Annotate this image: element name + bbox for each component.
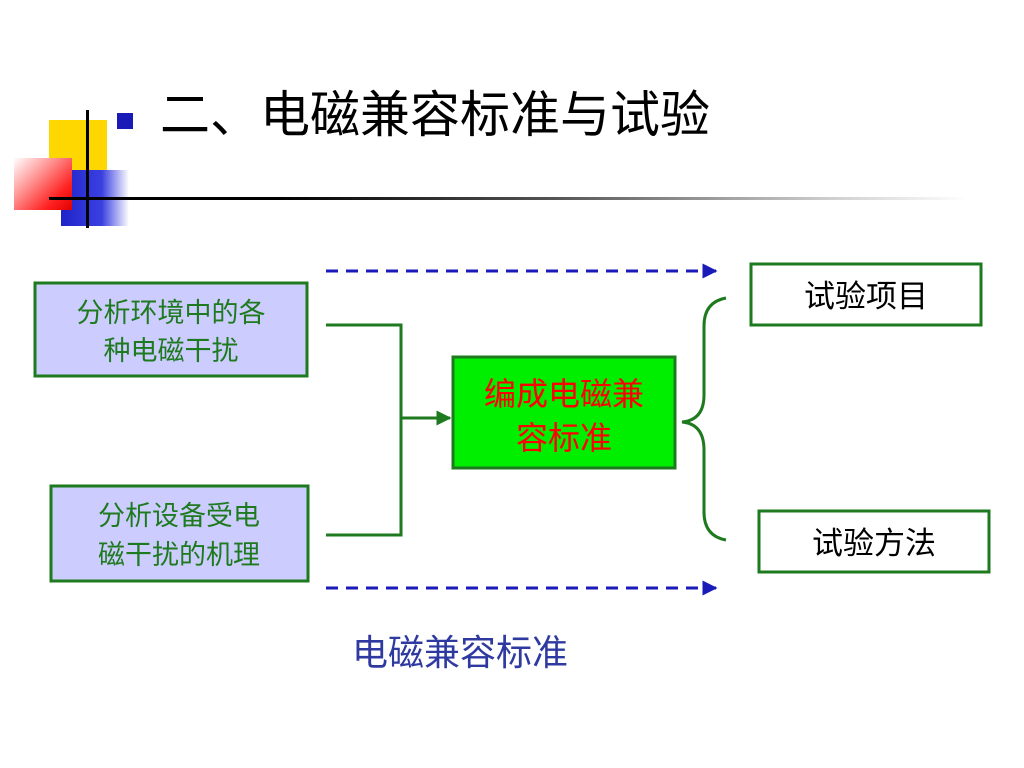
- title-bullet-icon: [117, 113, 133, 129]
- box-device-mechanism: 分析设备受电 磁干扰的机理: [49, 484, 310, 583]
- box-test-items-label: 试验项目: [804, 279, 928, 315]
- box-device-line-2: 磁干扰的机理: [98, 540, 260, 571]
- box-test-methods-label: 试验方法: [812, 526, 936, 562]
- box-env-line-1: 分析环境中的各: [77, 298, 266, 329]
- box-env-line-2: 种电磁干扰: [104, 336, 239, 367]
- curly-brace: [681, 296, 727, 542]
- box-device-line-1: 分析设备受电: [98, 501, 260, 532]
- deco-red-square: [14, 158, 72, 210]
- box-center-line-2: 容标准: [516, 419, 612, 457]
- box-environment-interference: 分析环境中的各 种电磁干扰: [33, 281, 309, 378]
- box-test-items: 试验项目: [749, 262, 983, 327]
- connector-env: [326, 323, 403, 418]
- box-test-methods: 试验方法: [757, 509, 991, 574]
- box-compile-standard: 编成电磁兼 容标准: [451, 355, 677, 470]
- slide-caption: 电磁兼容标准: [352, 633, 569, 674]
- box-center-line-1: 编成电磁兼: [484, 375, 644, 413]
- slide-title: 二、电磁兼容标准与试验: [160, 86, 710, 144]
- title-underline: [49, 197, 969, 200]
- connector-device: [326, 418, 403, 537]
- deco-vertical-line: [86, 110, 89, 228]
